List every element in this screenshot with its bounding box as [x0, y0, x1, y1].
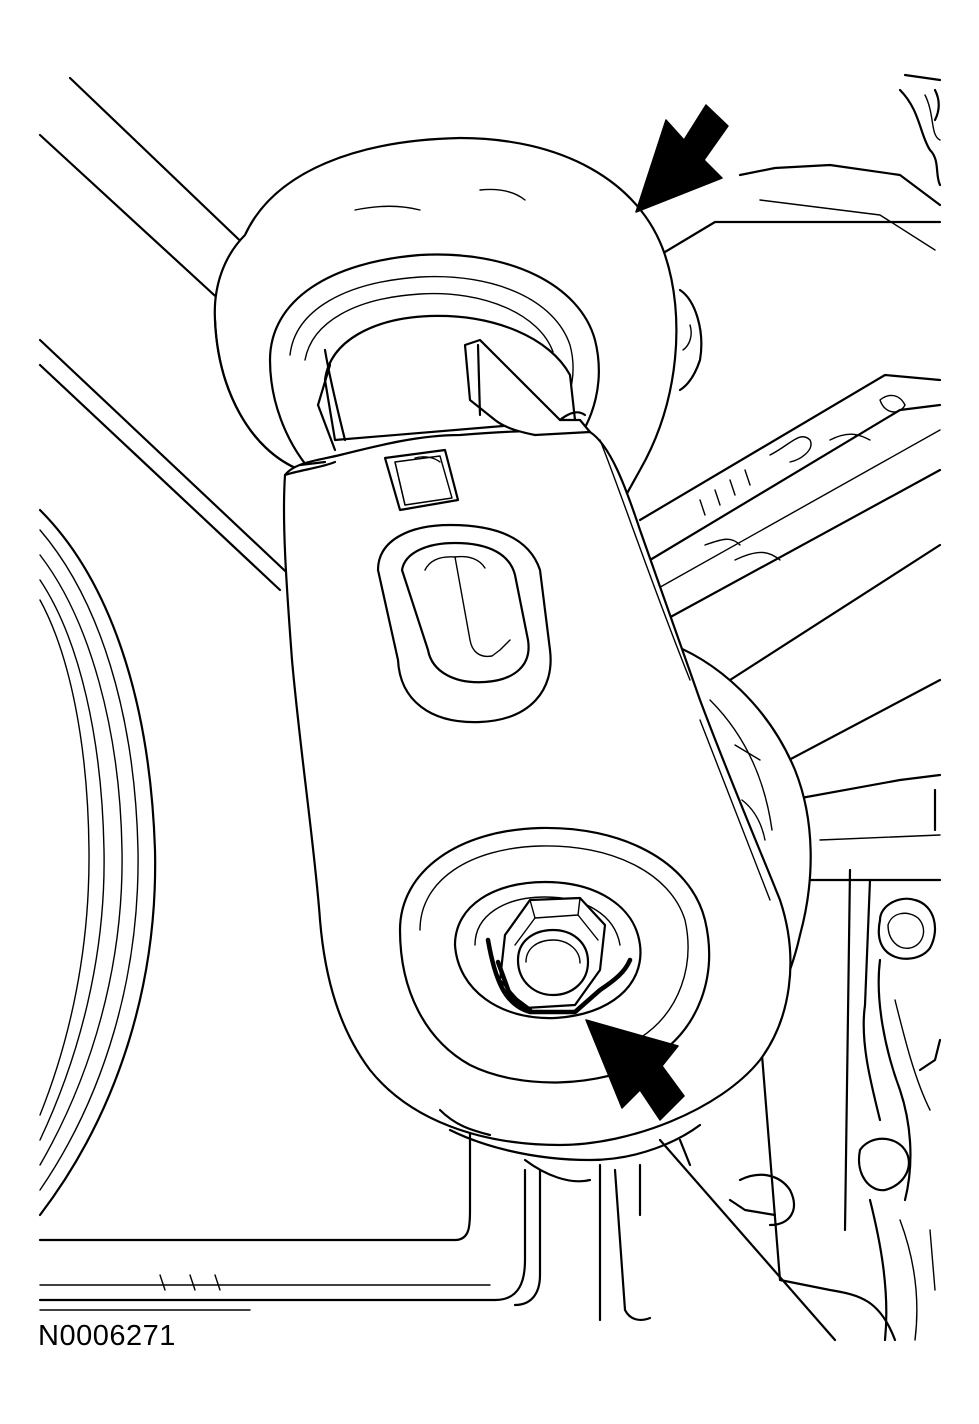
upper-arrow — [635, 104, 729, 213]
lower-arrow — [585, 1019, 685, 1121]
engine-background-lines — [38, 73, 942, 1342]
tensioner-bolt — [398, 826, 711, 1084]
figure-id-label: N0006271 — [38, 1320, 176, 1352]
